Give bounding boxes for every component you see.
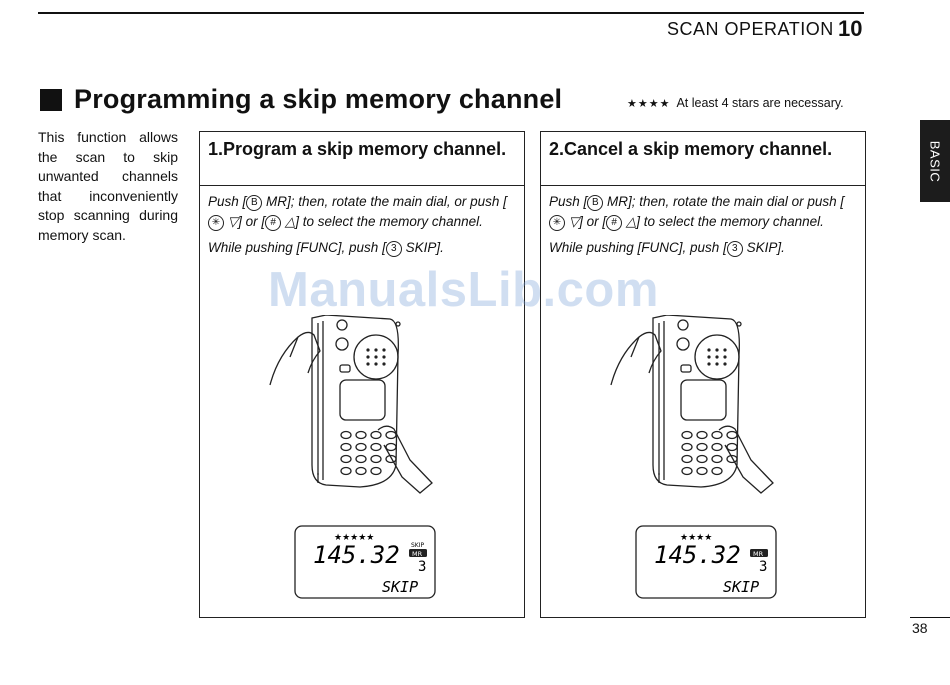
lcd-mr-indicator: MR (412, 550, 423, 558)
instruction-push: Push [B MR]; then, rotate the main dial,… (208, 194, 507, 231)
lcd-display: ★★★★ 145.32 MR 3 SKIP (635, 525, 777, 599)
radio-hand-illustration (610, 315, 774, 494)
square-bullet-icon (40, 88, 62, 111)
lcd-frequency: 145.32 (313, 541, 400, 569)
watermark: ManualsLib.com (268, 263, 659, 317)
instruction-push: Push [B MR]; then, rotate the main dial … (549, 194, 845, 231)
instruction-func: While pushing [FUNC], push [3 SKIP]. (208, 240, 444, 257)
lcd-channel: 3 (759, 559, 767, 575)
page-number: 38 (912, 620, 928, 636)
hash-key-icon: # (606, 214, 623, 231)
lcd-skip-indicator: SKIP (411, 542, 425, 549)
page-title: Programming a skip memory channel (74, 84, 563, 114)
radio-hand-illustration (269, 315, 433, 494)
panel-title: 1.Program a skip memory channel. (208, 139, 507, 159)
panel-title: 2.Cancel a skip memory channel. (549, 139, 833, 159)
panel-program-skip: 1.Program a skip memory channel. Push [B… (199, 131, 525, 618)
lcd-mr-indicator: MR (753, 550, 764, 558)
lcd-frequency: 145.32 (654, 541, 741, 569)
lcd-stars: ★★★★★ (334, 533, 374, 543)
lcd-display: ★★★★★ 145.32 SKIP MR 3 SKIP (294, 525, 436, 599)
b-key-icon: B (587, 195, 604, 211)
section-heading: SCAN OPERATION (667, 19, 834, 39)
basic-tab-label: BASIC (927, 140, 943, 182)
star-key-icon: ✳ (208, 214, 224, 231)
instruction-func: While pushing [FUNC], push [3 SKIP]. (549, 240, 785, 257)
title-block: Programming a skip memory channel (40, 84, 562, 115)
star-key-icon: ✳ (549, 214, 565, 231)
basic-tab[interactable]: BASIC (920, 120, 950, 202)
intro-paragraph: This function allows the scan to skip un… (38, 129, 178, 243)
panel-header: 2.Cancel a skip memory channel. (541, 132, 865, 186)
page-number-rule (910, 617, 950, 618)
lcd-channel: 3 (418, 559, 426, 575)
stars-icon: ★★★★ (627, 98, 671, 110)
header-rule (38, 12, 864, 14)
key-3-icon: 3 (385, 241, 402, 257)
lcd-word: SKIP (382, 578, 418, 596)
panel-cancel-skip: 2.Cancel a skip memory channel. Push [B … (540, 131, 866, 618)
lcd-word: SKIP (723, 578, 759, 596)
key-3-icon: 3 (726, 241, 743, 257)
stars-note-text: At least 4 stars are necessary. (676, 96, 844, 110)
panel-header: 1.Program a skip memory channel. (200, 132, 524, 186)
hash-key-icon: # (265, 214, 282, 231)
section-number: 10 (838, 16, 863, 41)
b-key-icon: B (246, 195, 263, 211)
stars-note: ★★★★ At least 4 stars are necessary. (627, 96, 844, 110)
lcd-stars: ★★★★ (680, 533, 712, 543)
